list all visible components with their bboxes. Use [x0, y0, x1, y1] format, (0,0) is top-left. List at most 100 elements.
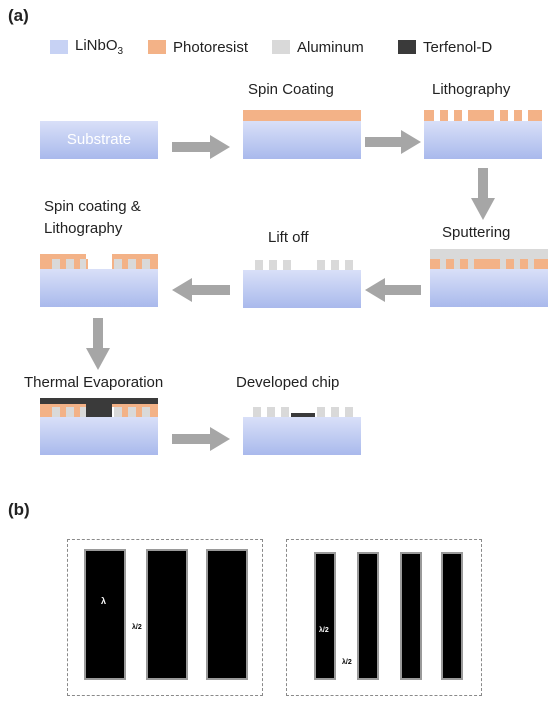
lithography-substrate [424, 121, 542, 159]
resist-segment [446, 259, 454, 269]
aluminum-finger [267, 407, 275, 417]
lift-off-label: Lift off [268, 229, 309, 246]
spin-coating-litho-label-2: Lithography [44, 220, 123, 237]
substrate-label: Substrate [66, 131, 132, 148]
sputtering-substrate [430, 269, 548, 307]
aluminum-finger [66, 407, 74, 417]
thermal-evap-substrate [40, 417, 158, 455]
aluminum-swatch [272, 40, 290, 54]
aluminum-finger [52, 259, 60, 269]
aluminum-finger [269, 260, 277, 270]
legend-aluminum-label: Aluminum [297, 38, 364, 56]
electrode-bar [441, 552, 463, 680]
resist-segment [424, 110, 434, 121]
aluminum-finger [345, 260, 353, 270]
spin-litho-substrate [40, 269, 158, 307]
resist-segment [514, 110, 522, 121]
idt-layout-right [286, 539, 482, 696]
half-lambda-label: λ/2 [132, 624, 142, 631]
resist-layer [112, 404, 158, 407]
resist-segment [506, 259, 514, 269]
arrow-left-icon [365, 278, 421, 302]
legend-aluminum: Aluminum [272, 37, 364, 57]
arrow-down-icon [471, 168, 495, 220]
sputtering-label: Sputtering [442, 224, 511, 241]
resist-segment [136, 407, 142, 417]
aluminum-finger [52, 407, 60, 417]
spin-coating-litho-label-1: Spin coating & [44, 198, 141, 215]
electrode-bar [314, 552, 336, 680]
resist-segment [534, 259, 548, 269]
aluminum-finger [128, 259, 136, 269]
aluminum-finger [331, 260, 339, 270]
resist-segment [74, 407, 80, 417]
electrode-bar [206, 549, 248, 680]
terfenol-fill [86, 398, 112, 417]
lithography-label: Lithography [432, 81, 511, 98]
legend-terfenol-label: Terfenol-D [423, 38, 493, 56]
resist-segment [40, 259, 52, 269]
resist-segment [500, 110, 508, 121]
aluminum-finger [128, 407, 136, 417]
resist-segment [60, 407, 66, 417]
idt-layout-left [67, 539, 263, 696]
aluminum-finger [80, 407, 86, 417]
resist-layer [40, 404, 86, 407]
resist-segment [468, 110, 494, 121]
resist-segment [60, 259, 66, 269]
legend-linbo3: LiNbO3 [50, 37, 123, 57]
sputtered-aluminum [430, 249, 548, 259]
aluminum-finger [253, 407, 261, 417]
terfenol-element [291, 413, 315, 417]
arrow-down-icon [86, 318, 110, 370]
arrow-right-icon [172, 135, 230, 159]
half-lambda-label: λ/2 [342, 659, 352, 666]
aluminum-finger [317, 407, 325, 417]
resist-segment [520, 259, 528, 269]
aluminum-finger [66, 259, 74, 269]
legend-photoresist-label: Photoresist [173, 38, 249, 56]
terfenol-swatch [398, 40, 416, 54]
aluminum-finger [142, 407, 150, 417]
electrode-bar [146, 549, 188, 680]
resist-layer [40, 254, 86, 259]
resist-segment [40, 407, 52, 417]
aluminum-finger [114, 407, 122, 417]
resist-segment [122, 407, 128, 417]
legend-terfenol: Terfenol-D [398, 37, 492, 57]
resist-segment [474, 259, 500, 269]
aluminum-finger [281, 407, 289, 417]
aluminum-finger [142, 259, 150, 269]
aluminum-finger [331, 407, 339, 417]
resist-segment [150, 407, 158, 417]
spin-coating-substrate [243, 121, 361, 159]
aluminum-finger [80, 259, 88, 269]
resist-segment [136, 259, 142, 269]
electrode-bar [357, 552, 379, 680]
legend-photoresist: Photoresist [148, 37, 248, 57]
resist-segment [112, 259, 114, 269]
arrow-right-icon [365, 130, 421, 154]
resist-segment [440, 110, 448, 121]
resist-segment [528, 110, 542, 121]
resist-segment [150, 259, 158, 269]
linbo3-swatch [50, 40, 68, 54]
spin-coating-label: Spin Coating [248, 81, 334, 98]
resist-segment [430, 259, 440, 269]
panel-a-label: (a) [8, 6, 29, 25]
substrate-block: Substrate [40, 121, 158, 159]
spin-coating-resist [243, 110, 361, 121]
electrode-bar [84, 549, 126, 680]
resist-segment [86, 259, 88, 269]
resist-segment [460, 259, 468, 269]
electrode-bar [400, 552, 422, 680]
lift-off-substrate [243, 270, 361, 308]
aluminum-finger [345, 407, 353, 417]
aluminum-finger [283, 260, 291, 270]
developed-chip-substrate [243, 417, 361, 455]
resist-segment [74, 259, 80, 269]
resist-segment [454, 110, 462, 121]
aluminum-finger [255, 260, 263, 270]
developed-chip-label: Developed chip [236, 374, 340, 391]
aluminum-finger [114, 259, 122, 269]
